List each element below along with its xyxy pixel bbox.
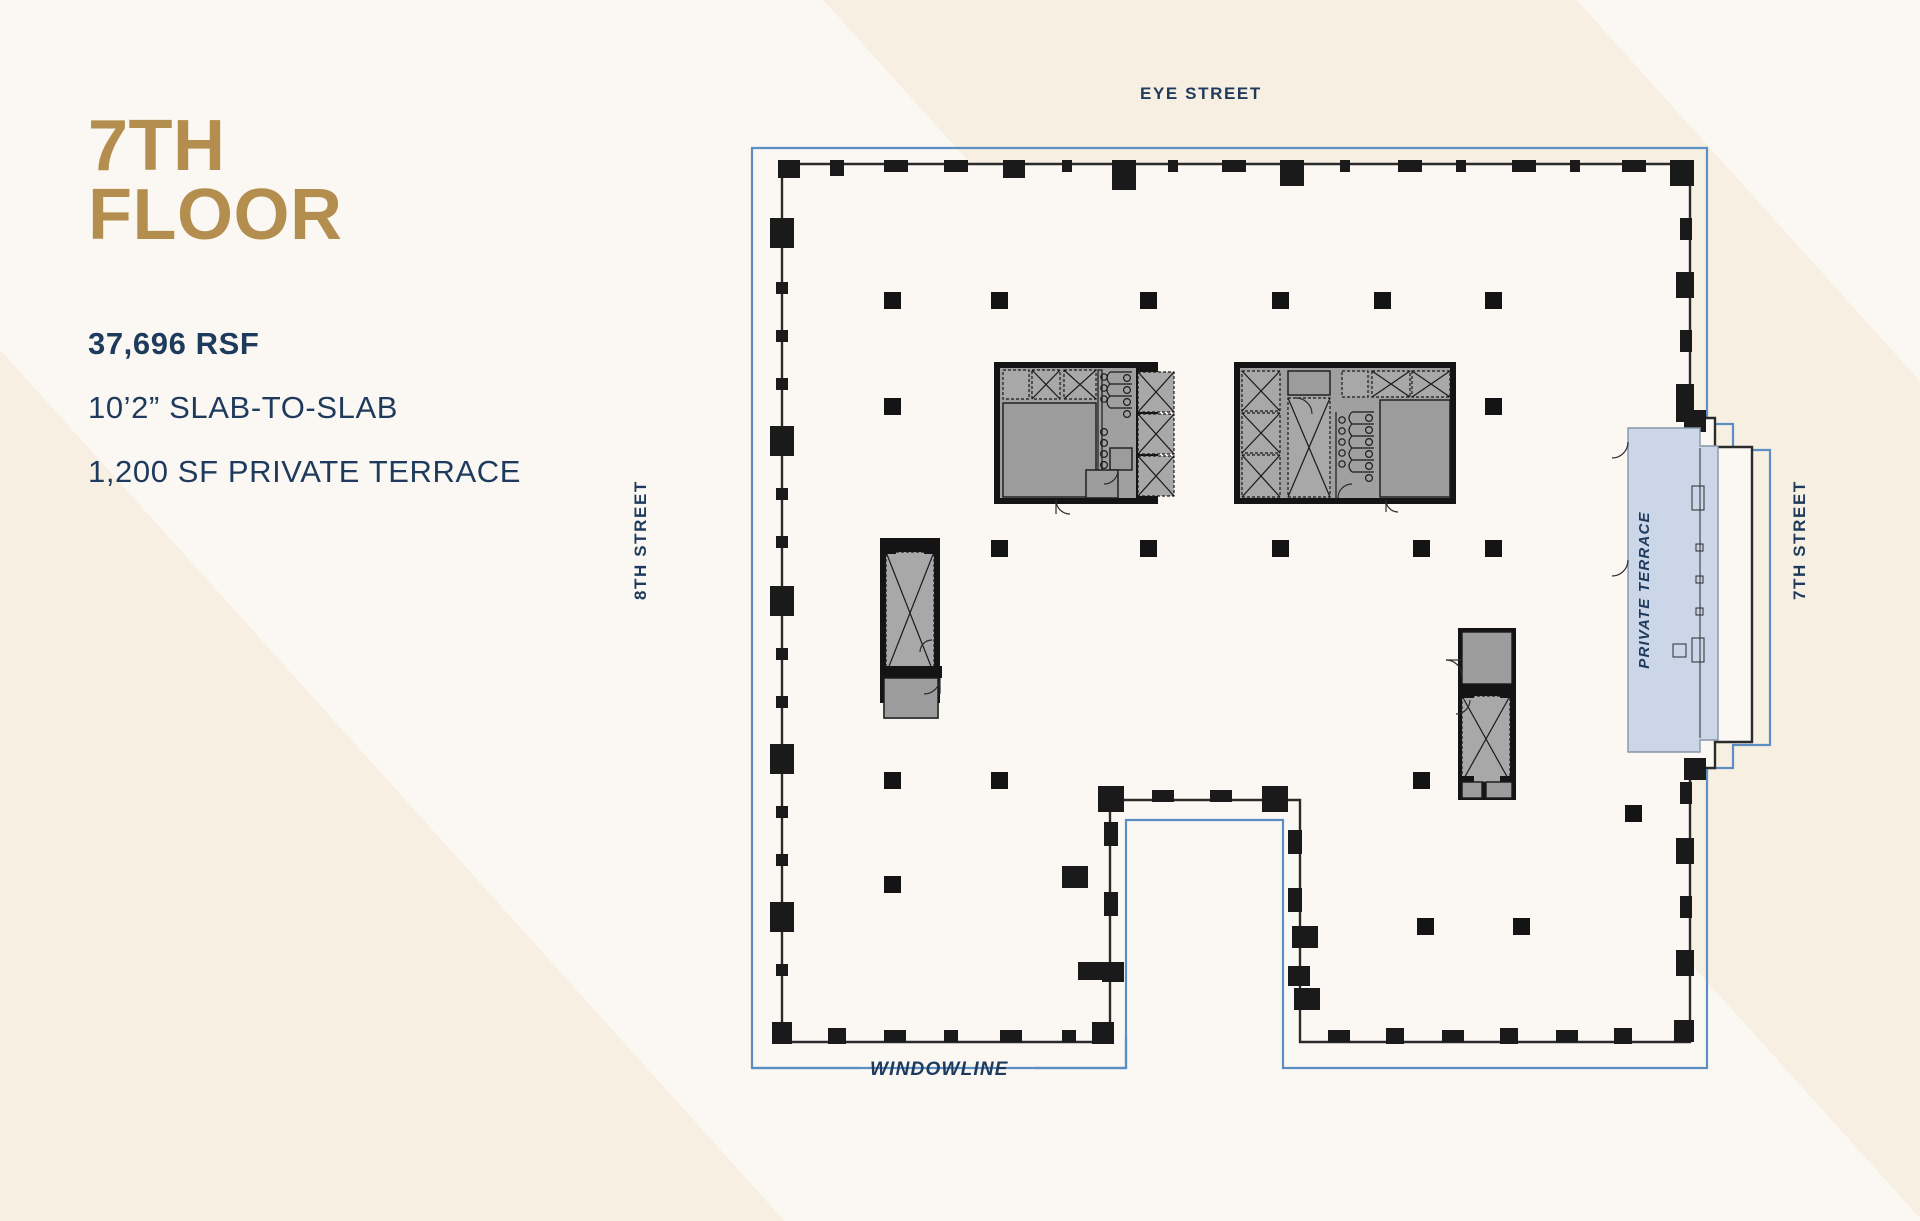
windowline-label: WINDOWLINE — [870, 1059, 1009, 1080]
stat-slab-to-slab: 10’2” SLAB-TO-SLAB — [88, 390, 399, 426]
street-label-north: EYE STREET — [1140, 84, 1262, 103]
floor-info-panel: 7TH FLOOR 37,696 RSF 10’2” SLAB-TO-SLAB … — [88, 106, 648, 520]
stair-shaft-left — [880, 538, 942, 719]
stat-private-terrace: 1,200 SF PRIVATE TERRACE — [88, 454, 522, 490]
title-line-1: 7TH — [88, 106, 226, 186]
windowline-outline — [750, 146, 1772, 1070]
title-line-2: FLOOR — [88, 175, 343, 256]
core-block-right — [1234, 362, 1456, 513]
stair-shaft-right — [1445, 628, 1516, 800]
floor-stats-list: 37,696 RSF 10’2” SLAB-TO-SLAB 1,200 SF P… — [88, 328, 648, 487]
core-block-left — [994, 362, 1175, 515]
private-terrace: PRIVATE TERRACE — [1611, 427, 1719, 753]
page-title: 7TH FLOOR — [88, 106, 648, 256]
windowline-callout: WINDOWLINE — [750, 1035, 1128, 1080]
terrace-label: PRIVATE TERRACE — [1636, 511, 1653, 668]
stat-rsf: 37,696 RSF — [88, 326, 260, 362]
perimeter-mullions — [770, 160, 1706, 1044]
